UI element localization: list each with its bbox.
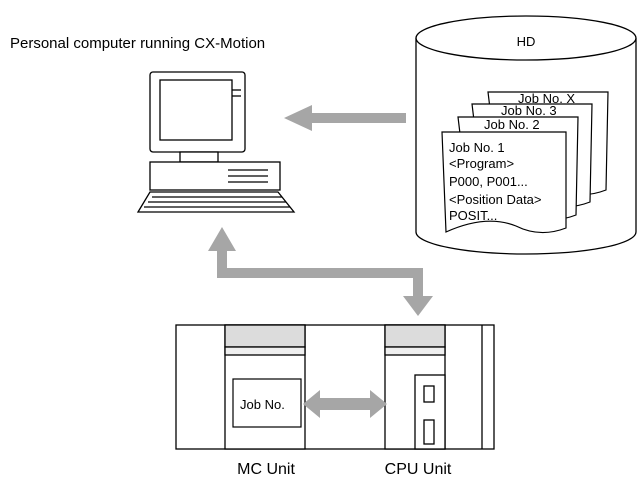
job-page-front-line-1: Job No. 1 — [449, 140, 505, 155]
job-page-front-line-5: POSIT... — [449, 208, 497, 223]
job-page-back-label: Job No. X — [518, 91, 575, 106]
mc-job-no-box — [232, 378, 302, 428]
computer-icon — [136, 71, 296, 213]
job-page-front — [441, 131, 567, 234]
pc-label: Personal computer running CX-Motion — [10, 35, 265, 52]
arrow-pc-cpu-link — [208, 227, 433, 316]
job-page-front-line-4: <Position Data> — [449, 192, 542, 207]
job-page-front-line-2: <Program> — [449, 156, 514, 171]
cpu-unit-label: CPU Unit — [385, 461, 452, 478]
hd-label: HD — [517, 34, 536, 49]
arrow-hd-to-pc — [284, 105, 406, 131]
job-page-third-label: Job No. 3 — [501, 103, 557, 118]
plc-rack — [175, 324, 495, 450]
mc-unit-label: MC Unit — [237, 461, 295, 478]
arrow-mc-cpu — [303, 390, 387, 418]
job-page-front-line-3: P000, P001... — [449, 174, 528, 189]
mc-job-no-label: Job No. — [240, 397, 285, 412]
job-page-second-label: Job No. 2 — [484, 117, 540, 132]
job-page-stack — [441, 91, 609, 234]
